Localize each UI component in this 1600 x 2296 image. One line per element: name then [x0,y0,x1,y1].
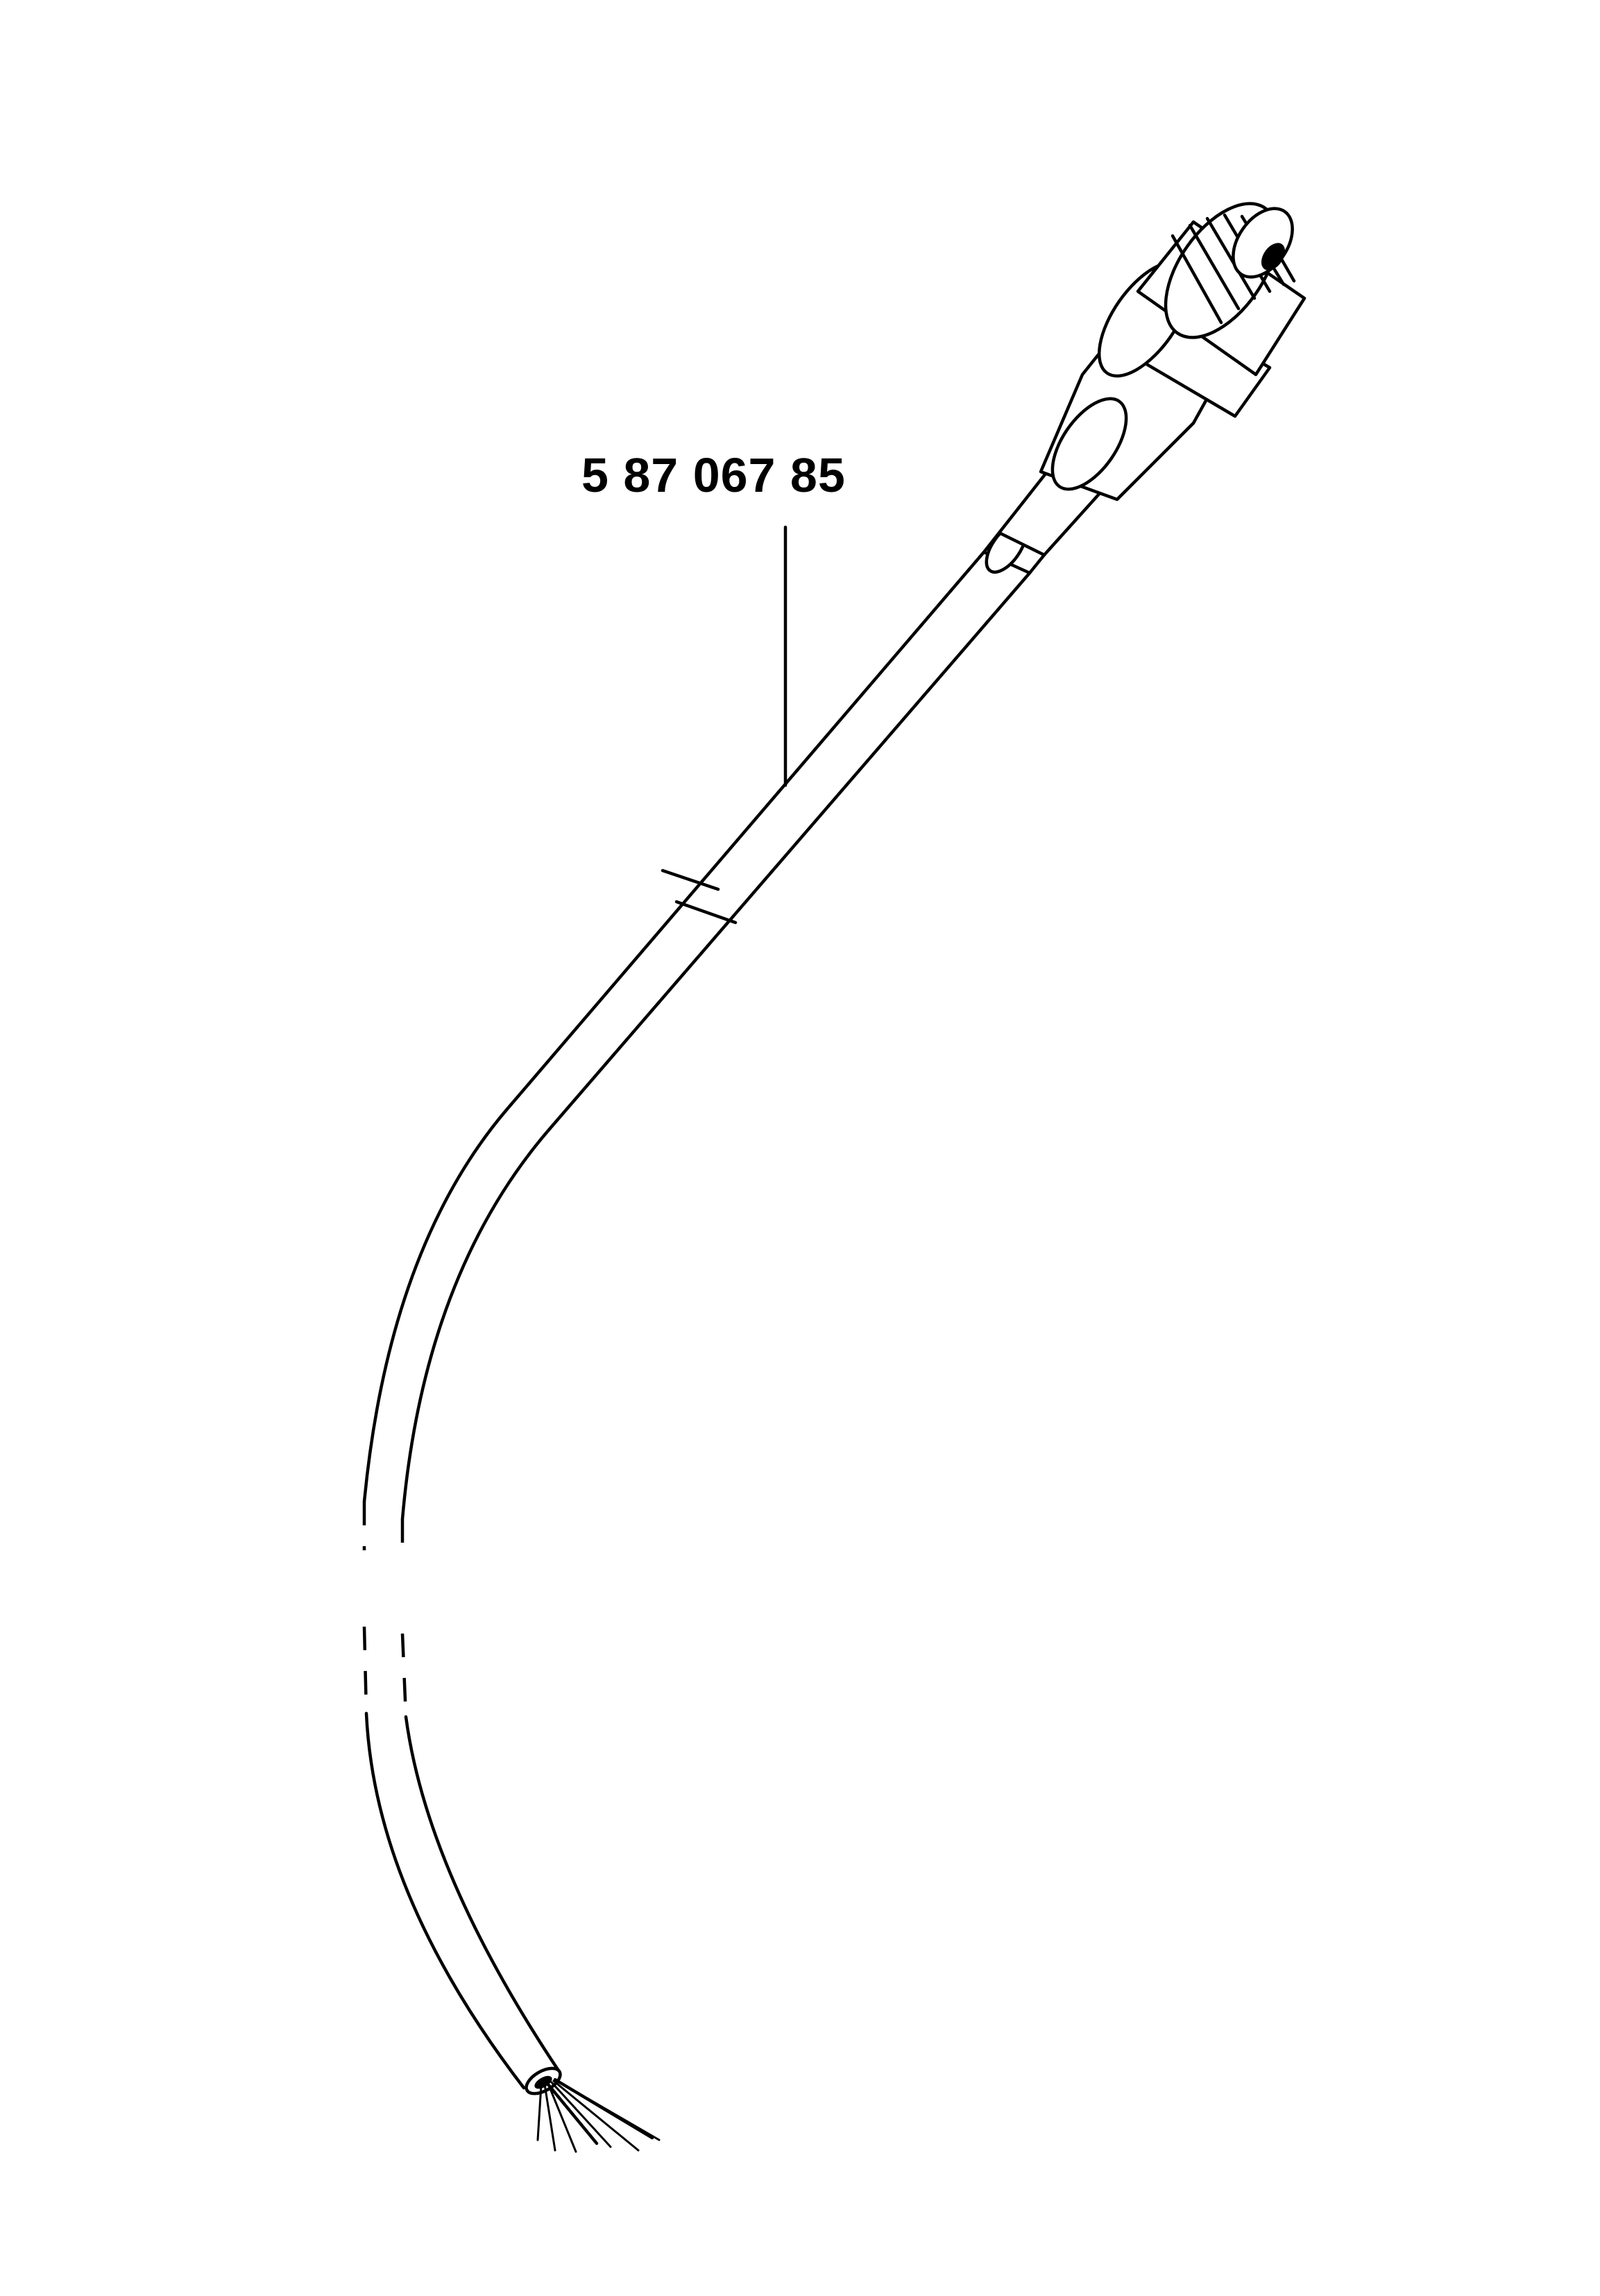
wire-strands-icon [536,2077,661,2153]
cable-icon [362,550,1032,2096]
connector-icon [982,202,1307,575]
part-number-label: 5 87 067 85 [581,448,846,502]
